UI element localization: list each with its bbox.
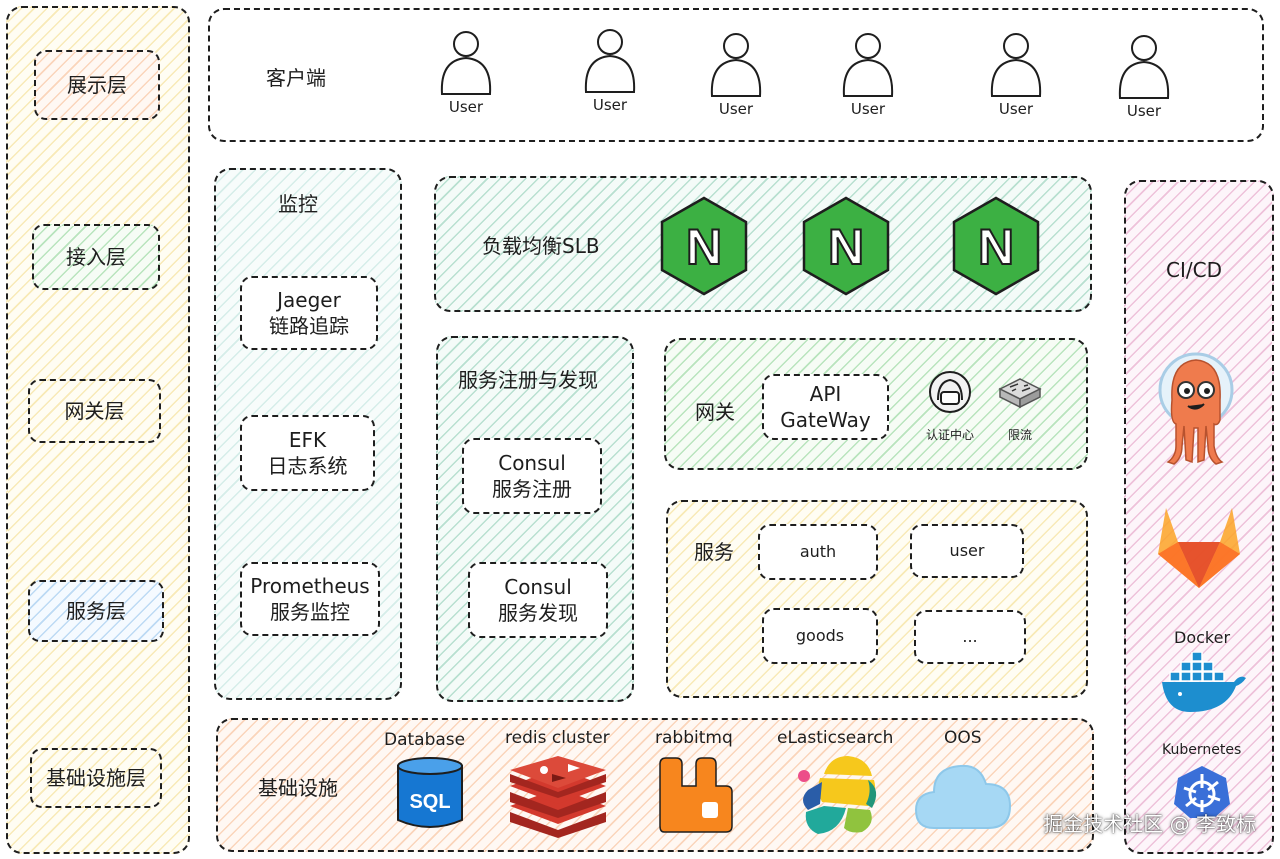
- user-label: User: [592, 96, 628, 114]
- monitor-jaeger: Jaeger 链路追踪: [240, 276, 378, 350]
- kubernetes-label: Kubernetes: [1162, 742, 1242, 758]
- user-icon: [990, 33, 1042, 97]
- service-auth-label: auth: [799, 542, 837, 561]
- user-figure: User: [580, 28, 640, 118]
- gitlab-icon: [1156, 504, 1242, 594]
- rabbitmq-icon: [656, 756, 734, 838]
- docker-icon: [1160, 651, 1246, 718]
- services-panel: [666, 500, 1088, 698]
- user-figure: User: [1114, 34, 1174, 124]
- monitor-efk-name: EFK: [288, 428, 327, 452]
- auth-center-icon: [926, 368, 974, 420]
- registry-title: 服务注册与发现: [458, 368, 598, 392]
- redis-icon: [506, 756, 610, 842]
- layer-access: 接入层: [32, 224, 160, 290]
- sql-database-icon: SQL: [394, 756, 466, 834]
- service-more: ...: [914, 610, 1026, 664]
- user-label: User: [850, 100, 886, 118]
- service-goods: goods: [762, 608, 878, 664]
- docker-label: Docker: [1174, 628, 1231, 647]
- user-icon: [842, 33, 894, 97]
- rate-limit-icon: [994, 375, 1046, 415]
- monitor-efk-desc: 日志系统: [267, 454, 348, 478]
- registry-consul-discover-desc: 服务发现: [498, 601, 578, 625]
- registry-consul-register-desc: 服务注册: [492, 477, 572, 501]
- user-label: User: [1126, 102, 1162, 120]
- service-user-label: user: [949, 541, 985, 560]
- service-user: user: [910, 524, 1024, 578]
- api-gateway-box: API GateWay: [762, 374, 889, 440]
- monitor-prometheus: Prometheus 服务监控: [240, 562, 380, 636]
- layer-infrastructure-label: 基础设施层: [46, 766, 146, 790]
- nginx-icon: N: [950, 196, 1042, 300]
- client-title: 客户端: [266, 66, 326, 90]
- infra-elasticsearch-label: eLasticsearch: [777, 728, 894, 748]
- user-label: User: [998, 100, 1034, 118]
- api-gateway-line1: API: [809, 382, 842, 406]
- monitor-jaeger-name: Jaeger: [277, 288, 341, 312]
- layer-gateway: 网关层: [28, 379, 161, 443]
- service-more-label: ...: [962, 627, 978, 646]
- nginx-letter: N: [978, 219, 1014, 275]
- registry-consul-register: Consul 服务注册: [462, 438, 602, 514]
- monitor-efk: EFK 日志系统: [240, 415, 375, 491]
- user-figure: User: [436, 30, 496, 120]
- sql-icon-text: SQL: [409, 791, 450, 813]
- cicd-panel: [1124, 180, 1274, 854]
- cicd-title: CI/CD: [1166, 258, 1222, 282]
- registry-consul-discover-name: Consul: [504, 575, 572, 599]
- monitor-prometheus-desc: 服务监控: [270, 600, 350, 624]
- user-label: User: [448, 98, 484, 116]
- infra-title: 基础设施: [258, 776, 338, 800]
- elasticsearch-icon: [796, 754, 882, 842]
- user-figure: User: [838, 32, 898, 122]
- user-figure: User: [706, 32, 766, 122]
- nginx-icon: N: [800, 196, 892, 300]
- nginx-icon: N: [658, 196, 750, 300]
- api-gateway-line2: GateWay: [780, 408, 871, 432]
- watermark: 掘金技术社区 @ 李致标: [1043, 812, 1256, 836]
- slb-title: 负载均衡SLB: [482, 234, 600, 258]
- service-goods-label: goods: [795, 626, 845, 645]
- nginx-letter: N: [828, 219, 864, 275]
- user-icon: [710, 33, 762, 97]
- infra-redis-label: redis cluster: [505, 728, 610, 748]
- layer-service-label: 服务层: [66, 599, 126, 623]
- user-label: User: [718, 100, 754, 118]
- registry-consul-register-name: Consul: [498, 451, 566, 475]
- layer-access-label: 接入层: [66, 245, 126, 269]
- rate-limit-label: 限流: [1008, 428, 1033, 442]
- nginx-letter: N: [686, 219, 722, 275]
- argo-icon: [1156, 350, 1236, 476]
- monitor-title: 监控: [278, 192, 318, 216]
- layer-gateway-label: 网关层: [64, 399, 125, 423]
- gateway-title: 网关: [695, 400, 735, 424]
- layer-service: 服务层: [28, 580, 164, 642]
- user-icon: [584, 29, 636, 93]
- infra-database-label: Database: [384, 730, 466, 750]
- services-title: 服务: [694, 540, 734, 564]
- monitor-jaeger-desc: 链路追踪: [269, 314, 349, 338]
- user-figure: User: [986, 32, 1046, 122]
- auth-center-label: 认证中心: [926, 428, 975, 442]
- registry-panel: [436, 336, 634, 702]
- infra-rabbitmq-label: rabbitmq: [655, 728, 733, 748]
- registry-consul-discover: Consul 服务发现: [468, 562, 608, 638]
- user-icon: [440, 31, 492, 95]
- layer-presentation: 展示层: [34, 50, 160, 120]
- kubernetes-icon: [1172, 764, 1232, 824]
- user-icon: [1118, 35, 1170, 99]
- layer-infrastructure: 基础设施层: [30, 748, 162, 808]
- cloud-icon: [914, 754, 1012, 834]
- layer-presentation-label: 展示层: [67, 73, 127, 97]
- infra-oos-label: OOS: [944, 728, 982, 748]
- service-auth: auth: [758, 524, 878, 580]
- monitor-prometheus-name: Prometheus: [250, 574, 370, 598]
